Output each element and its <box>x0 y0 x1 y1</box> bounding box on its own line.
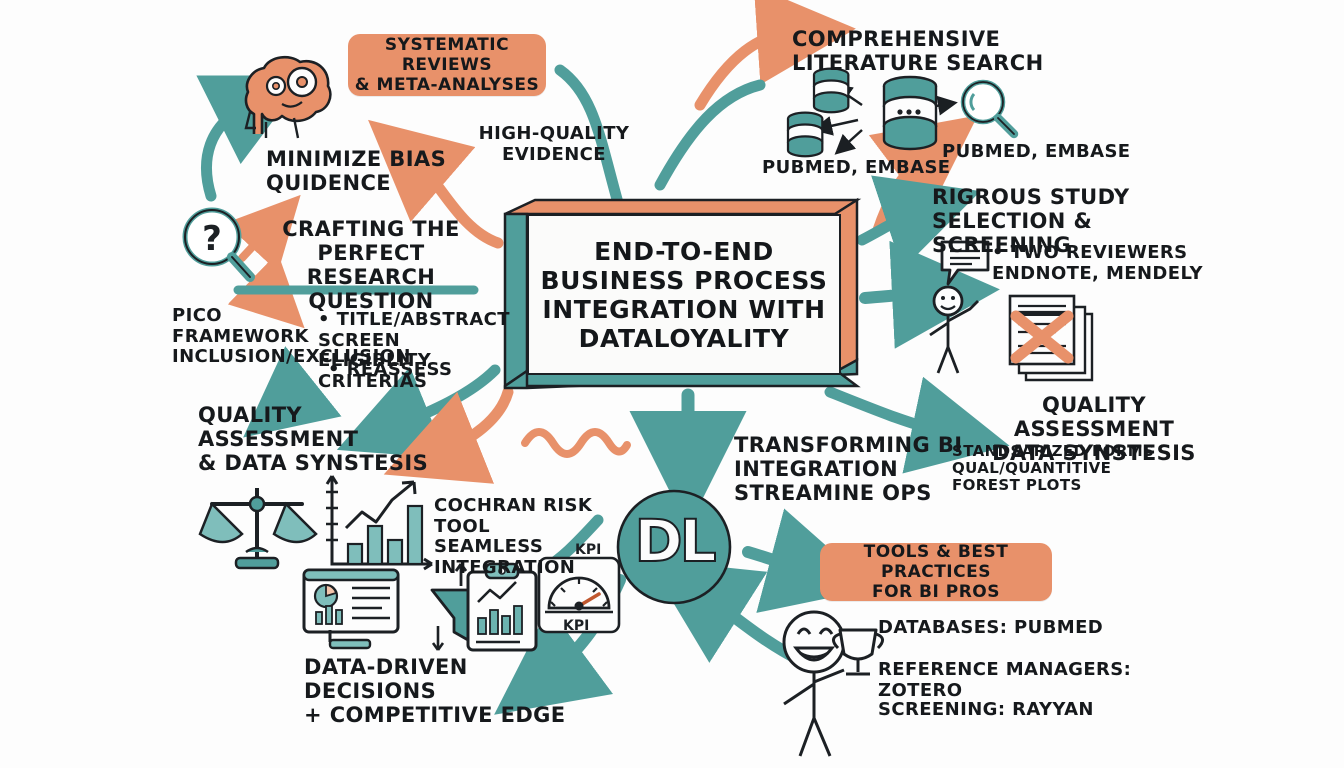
label-quality-details: STANDSARIZED FORMS QUAL/QUANTITIVE FORES… <box>952 442 1155 495</box>
arrow-logo-to-tools <box>742 508 875 613</box>
badge-tools-best-practices[interactable]: TOOLS & BEST PRACTICES FOR BI PROS <box>820 542 1052 602</box>
label-crafting-question: CRAFTING THE PERFECT RESEARCH QUESTION <box>282 217 460 313</box>
label-high-quality-evidence: HIGH-QUALITY EVIDENCE <box>478 123 630 165</box>
clipboard-chart-icon <box>460 560 555 656</box>
arrow-reassess-down <box>243 346 342 438</box>
squiggle-icon <box>521 428 631 458</box>
arrow-to-comprehensive-search <box>694 0 856 111</box>
arrow-to-screening-figure <box>859 240 1000 349</box>
label-title-abstract-screen: • TITLE/ABSTRACT SCREEN ELIGIBLITY CRITE… <box>318 309 510 392</box>
speech-bubble-icon <box>938 238 996 288</box>
dashboard-monitor-icon <box>300 564 404 656</box>
dl-logo-text: DL <box>633 507 717 575</box>
arrow-orange-to-cochran <box>383 386 514 484</box>
arrow-center-to-systematic-reviews <box>554 64 626 216</box>
label-reference-managers: REFERENCE MANAGERS: ZOTERO <box>878 659 1132 701</box>
kpi-label-top: KPI <box>575 542 602 558</box>
label-pico-framework: PICO FRAMEWORK INCLUSION/EXCLUSION <box>172 305 411 368</box>
stick-figure-trophy-icon <box>778 608 888 758</box>
label-cochran-risk-tool: COCHRAN RISK TOOL SEAMLESS INTEGRATION <box>434 495 593 578</box>
kpi-gauge-icon: KPI KPI <box>535 542 623 646</box>
label-transforming-bi: TRANSFORMING BI INTEGRATION STREAMINE OP… <box>734 433 963 505</box>
balance-scales-icon <box>198 482 318 578</box>
label-data-driven-decisions: DATA-DRIVEN DECISIONS + COMPETITIVE EDGE <box>304 655 566 727</box>
label-reassess: • REASSESS <box>328 359 453 380</box>
documents-rejected-icon <box>1000 290 1096 386</box>
bar-chart-trend-icon <box>320 470 438 578</box>
center-box-face: END-TO-END BUSINESS PROCESS INTEGRATION … <box>527 214 841 375</box>
center-concept-box[interactable]: END-TO-END BUSINESS PROCESS INTEGRATION … <box>503 197 862 390</box>
kpi-label-bottom: KPI <box>563 618 590 634</box>
search-magnifier-icon <box>958 78 1020 142</box>
dl-logo[interactable]: DL <box>615 488 733 606</box>
label-rigorous-study: RIGROUS STUDY SELECTION & SCREENING <box>932 185 1130 257</box>
label-comprehensive-search: COMPREHENSIVE LITERATURE SEARCH <box>792 27 1044 75</box>
brain-gears-icon <box>236 48 344 140</box>
label-minimize-bias: MINIMIZE BIAS QUIDENCE <box>266 147 447 195</box>
center-box-title: END-TO-END BUSINESS PROCESS INTEGRATION … <box>540 236 828 353</box>
label-quality-assessment-right: QUALITY ASSESSMENT DATA SYNSTESIS <box>992 393 1196 465</box>
svg-text:?: ? <box>202 219 222 259</box>
database-stack-icon <box>786 62 970 172</box>
arrow-to-minimize-bias <box>368 119 504 249</box>
arrow-to-rigorous-study <box>856 175 981 270</box>
arrow-to-brain-icon <box>196 75 308 202</box>
label-databases: DATABASES: PUBMED <box>878 617 1104 638</box>
label-screening: SCREENING: RAYYAN <box>878 699 1094 720</box>
arrow-teal-upper-right <box>654 79 766 191</box>
label-quality-assessment-left: QUALITY ASSESSMENT & DATA SYNSTESIS <box>198 403 429 475</box>
label-pubmed-embase-right: PUBMED, EMBASE <box>942 141 1131 162</box>
stick-figure-waving-icon <box>928 285 990 377</box>
magnifier-question-icon: ? <box>178 205 256 285</box>
label-two-reviewers: • TWO REVIEWERS ENDNOTE, MENDELY <box>992 242 1203 284</box>
label-pubmed-embase-left: PUBMED, EMBASE <box>762 157 951 178</box>
arrow-to-quality-right <box>824 376 1010 474</box>
badge-systematic-reviews[interactable]: SYSTEMATIC REVIEWS & META-ANALYSES <box>348 34 546 96</box>
